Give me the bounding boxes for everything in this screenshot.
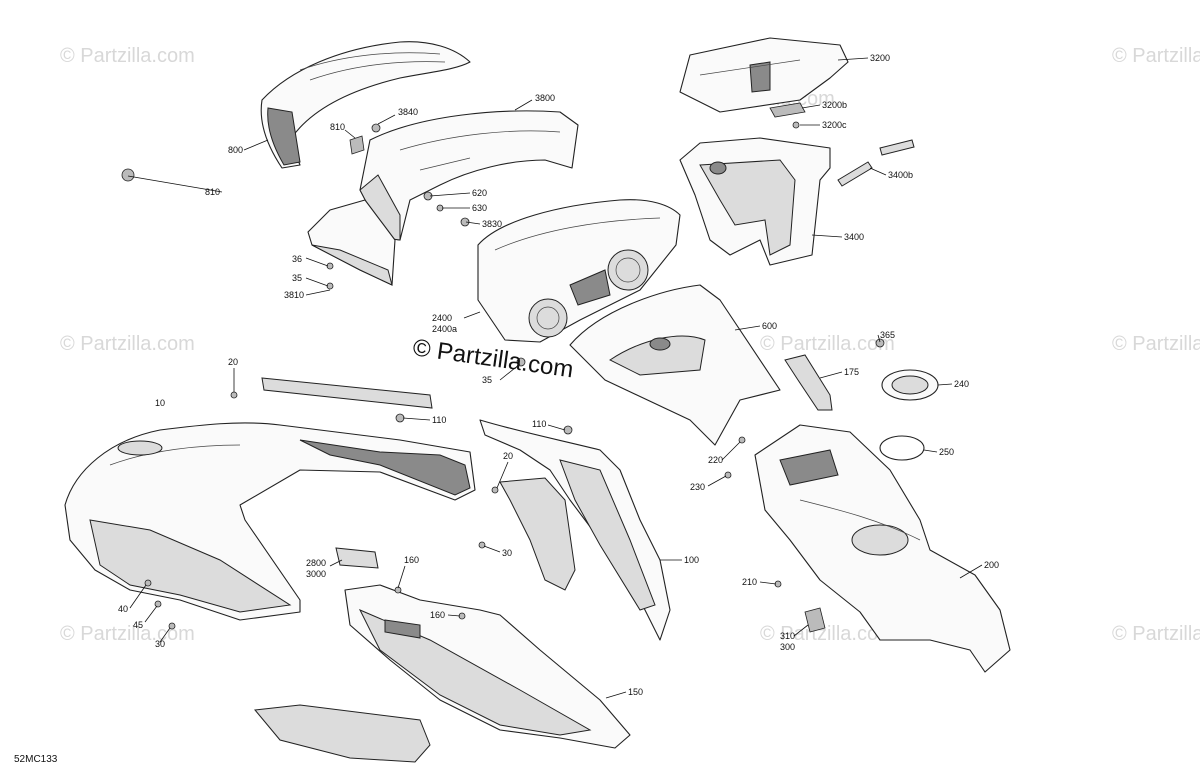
hardware-fasteners <box>121 123 885 633</box>
callout-35: 35 <box>292 273 302 283</box>
callout-600: 600 <box>762 321 777 331</box>
callout-310: 310 <box>780 631 795 641</box>
part-175-bracket <box>784 354 833 411</box>
callout-20-upper: 20 <box>228 357 238 367</box>
part-3800-front-fascia <box>359 110 579 241</box>
watermark-top-left: © Partzilla.com <box>60 45 195 67</box>
watermark-bottom-right: © Partzilla.com <box>1112 623 1200 645</box>
callout-35-lower: 35 <box>482 375 492 385</box>
callout-3810: 3810 <box>284 290 304 300</box>
callout-2800: 2800 <box>306 558 326 568</box>
callout-3400: 3400 <box>844 232 864 242</box>
diagram-code: 52MC133 <box>14 754 58 765</box>
callout-110-left: 110 <box>432 415 446 425</box>
watermark-mid-center-right: © Partzilla.com <box>760 333 895 355</box>
part-10-side-panel <box>64 422 476 621</box>
callout-240: 240 <box>954 379 969 389</box>
callout-100: 100 <box>684 555 699 565</box>
callout-230: 230 <box>690 482 705 492</box>
part-trim-strip <box>261 377 433 409</box>
callout-300: 300 <box>780 642 795 652</box>
callout-800: 800 <box>228 145 243 155</box>
callout-2400a: 2400a <box>432 324 457 334</box>
callout-365: 365 <box>880 330 895 340</box>
callout-3200: 3200 <box>870 53 890 63</box>
callout-40: 40 <box>118 604 128 614</box>
part-2400-headlight <box>477 199 681 343</box>
part-2800-clip <box>335 547 379 569</box>
callout-160-upper: 160 <box>404 555 419 565</box>
part-3400b-strips <box>837 139 915 187</box>
callout-250: 250 <box>939 447 954 457</box>
callout-630: 630 <box>472 203 487 213</box>
watermark-mid-left: © Partzilla.com <box>60 333 195 355</box>
callout-110-right: 110 <box>532 419 546 429</box>
part-600-inner-panel <box>569 284 781 446</box>
part-bottom-foot-panel <box>254 704 431 763</box>
callout-45: 45 <box>133 620 143 630</box>
callout-3400b: 3400b <box>888 170 913 180</box>
watermark-bottom-center-right: © Partzilla.com <box>760 623 895 645</box>
part-240-fuel-ring <box>881 369 939 401</box>
callout-210: 210 <box>742 577 757 587</box>
part-100-side-panel <box>479 419 671 641</box>
part-250-gasket <box>879 435 925 461</box>
callout-3200c: 3200c <box>822 120 847 130</box>
callout-220: 220 <box>708 455 723 465</box>
callout-20-middle: 20 <box>503 451 513 461</box>
callout-810-upper: 810 <box>330 122 345 132</box>
callout-150: 150 <box>628 687 643 697</box>
callout-810-lower: 810 <box>205 187 220 197</box>
callout-30-lower: 30 <box>155 639 165 649</box>
callout-36: 36 <box>292 254 302 264</box>
callout-3800: 3800 <box>535 93 555 103</box>
watermark-mid-right: © Partzilla.com <box>1112 333 1200 355</box>
watermark-center: © Partzilla.com <box>411 334 575 383</box>
callout-200: 200 <box>984 560 999 570</box>
callout-3840: 3840 <box>398 107 418 117</box>
watermark-bottom-left: © Partzilla.com <box>60 623 195 645</box>
part-800-upper-cover <box>260 41 471 169</box>
callout-labels: 800 810 810 3840 3800 620 630 3830 36 35… <box>118 53 999 697</box>
callout-30-middle: 30 <box>502 548 512 558</box>
part-150-lower-panel <box>344 584 631 749</box>
leader-lines <box>127 57 983 699</box>
part-3400-storage-bin <box>679 137 831 266</box>
callout-2400: 2400 <box>432 313 452 323</box>
callout-3830: 3830 <box>482 219 502 229</box>
callout-3000: 3000 <box>306 569 326 579</box>
callout-620: 620 <box>472 188 487 198</box>
callout-3200b: 3200b <box>822 100 847 110</box>
part-3200-storage-lid <box>679 37 849 129</box>
part-mid-bracket <box>499 477 576 591</box>
callout-175: 175 <box>844 367 859 377</box>
part-lower-bracket <box>307 199 396 286</box>
callout-10: 10 <box>155 398 165 408</box>
part-200-tank-base <box>754 424 1011 673</box>
callout-160-lower: 160 <box>430 610 445 620</box>
watermark-top-right: © Partzilla.com <box>1112 45 1200 67</box>
